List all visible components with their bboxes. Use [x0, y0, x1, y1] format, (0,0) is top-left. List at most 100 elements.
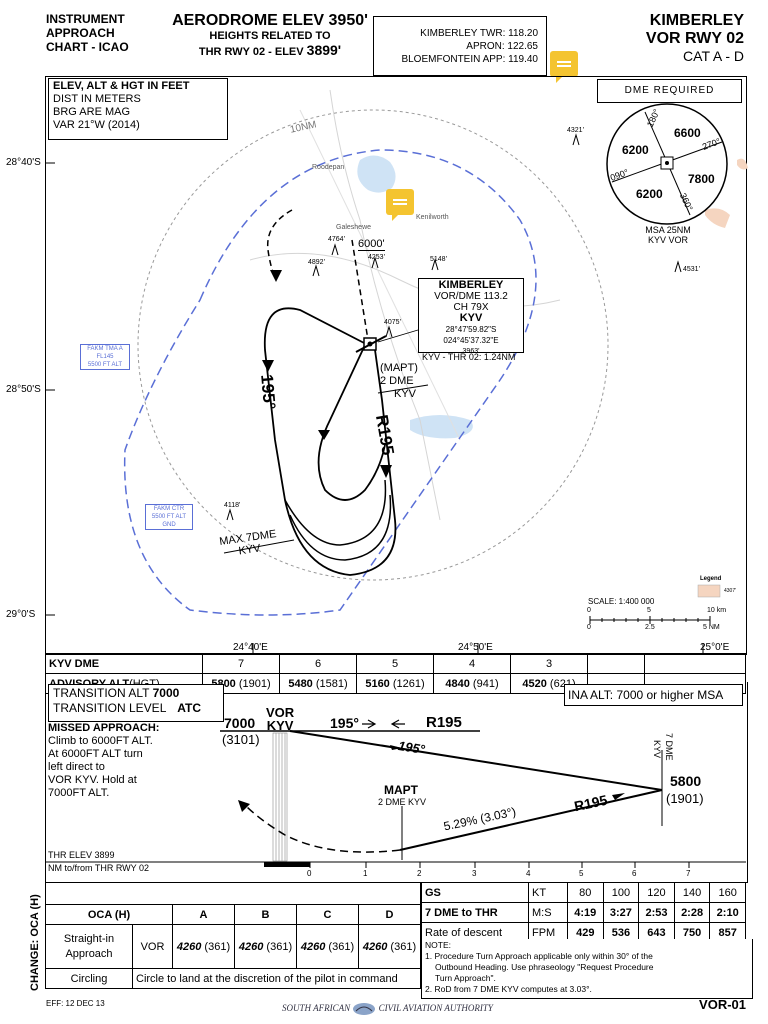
- msa-value-s: 6200: [636, 187, 663, 201]
- notes-line: 2. RoD from 7 DME KYV computes at 3.03°.: [425, 984, 592, 994]
- nm-tick: 7: [686, 869, 691, 878]
- navaid-channel: CH 79X: [453, 302, 489, 313]
- altitude-6000: 6000': [358, 238, 385, 251]
- circling-label: Circling: [45, 968, 133, 989]
- place-name: Roodepan: [312, 164, 345, 171]
- scale-km-5: 5: [647, 607, 651, 614]
- speed-cell: 100: [602, 882, 640, 903]
- comment-icon[interactable]: [386, 189, 414, 221]
- chart-id: VOR-01: [699, 997, 746, 1012]
- chart-type: INSTRUMENT APPROACH CHART - ICAO: [46, 12, 129, 54]
- notes-line: Turn Approach".: [435, 973, 496, 983]
- notes-title: NOTE:: [425, 940, 451, 950]
- nm-tick: 6: [632, 869, 637, 878]
- plan-info-box: ELEV, ALT & HGT IN FEET DIST IN METERS B…: [48, 78, 228, 140]
- navaid-elev: 3963': [462, 348, 480, 355]
- freq-twr: KIMBERLEY TWR: 118.20: [420, 28, 538, 39]
- mapt-sub: 2 DME KYV: [377, 797, 426, 807]
- gs-table: GS KT 80 100 120 140 160 7 DME to THR M:…: [421, 882, 746, 943]
- navaid-ident: KYV: [459, 312, 483, 324]
- trans-level-value: ATC: [177, 701, 202, 715]
- comment-icon[interactable]: [550, 51, 578, 83]
- ctr-line: FAKM CTR: [153, 506, 185, 512]
- ina-alt-box: INA ALT: 7000 or higher MSA: [564, 684, 743, 706]
- tma-line: FL145: [96, 354, 114, 360]
- ctr-line: GND: [162, 522, 176, 528]
- title-block: KIMBERLEY VOR RWY 02 CAT A - D: [646, 12, 744, 64]
- kt-label: KT: [528, 882, 568, 903]
- table-row: GS KT 80 100 120 140 160: [421, 882, 746, 903]
- missed-line: left direct to: [48, 761, 105, 773]
- mapt-note-line: (MAPT): [380, 362, 418, 374]
- msa-caption-line1: MSA 25NM: [645, 225, 691, 235]
- gs-label: GS: [421, 882, 529, 903]
- missed-line: Climb to 6000FT ALT.: [48, 735, 153, 747]
- rod-cell: 536: [602, 922, 640, 943]
- speed-cell: 140: [673, 882, 711, 903]
- scale-nm-25: 2.5: [645, 624, 655, 631]
- chart-type-line: INSTRUMENT: [46, 12, 125, 26]
- rod-label: Rate of descent: [421, 922, 529, 943]
- holding-pattern: [263, 307, 397, 576]
- msa-caption-line2: KYV VOR: [647, 235, 688, 245]
- nm-tick: 0: [307, 869, 312, 878]
- scale-km-0: 0: [587, 607, 591, 614]
- mapt-title: MAPT: [384, 783, 418, 797]
- oca-header: C: [296, 904, 359, 925]
- navaid-box[interactable]: KIMBERLEY VOR/DME 113.2 CH 79X KYV 28°47…: [418, 278, 524, 355]
- vor-kyv-label: VOR KYV: [266, 706, 294, 732]
- missed-title: MISSED APPROACH:: [48, 722, 160, 734]
- missed-line: VOR KYV. Hold at: [48, 774, 137, 786]
- navaid-name: KIMBERLEY: [438, 279, 504, 291]
- nm-tick: 1: [363, 869, 368, 878]
- aerodrome-elev: AERODROME ELEV 3950' HEIGHTS RELATED TO …: [160, 12, 380, 58]
- obstacle-label: 4253': [368, 254, 385, 261]
- dme7-kyv: KYV: [652, 740, 662, 759]
- nm-tick: 2: [417, 869, 422, 878]
- trans-level-label: TRANSITION LEVEL: [53, 701, 166, 715]
- time-cell: 4:19: [567, 902, 604, 923]
- notes-box: NOTE: 1. Procedure Turn Approach applica…: [421, 939, 753, 999]
- trans-alt-label: TRANSITION ALT: [53, 686, 150, 700]
- place-name: Galeshewe: [336, 224, 372, 231]
- aerodrome-elev-label: AERODROME ELEV: [172, 12, 325, 29]
- info-dist: DIST IN METERS: [53, 93, 141, 105]
- oca-cell: 4260 (361): [358, 924, 421, 969]
- table-row: OCA (H) A B C D: [45, 904, 421, 925]
- oca-header: OCA (H): [45, 904, 173, 925]
- obstacle-label: 4764': [328, 236, 345, 243]
- circling-text: Circle to land at the discretion of the …: [132, 968, 421, 989]
- authority-left: SOUTH AFRICAN: [282, 1003, 351, 1014]
- category: CAT A - D: [683, 48, 744, 64]
- lat-label: 29°0'S: [6, 609, 36, 620]
- final-course-north: [351, 239, 369, 341]
- speed-cell: 120: [638, 882, 675, 903]
- scale-nm-0: 0: [587, 624, 591, 631]
- heights-line2: THR RWY 02 - ELEV: [198, 46, 304, 58]
- ctr-line: 5500 FT ALT: [151, 514, 187, 520]
- missed-approach: MISSED APPROACH: Climb to 6000FT ALT. At…: [48, 722, 159, 800]
- kyv-thr-distance: KYV - THR 02: 1.24NM: [422, 352, 516, 362]
- obstacle-label: 4118': [224, 502, 241, 509]
- speed-cell: 80: [567, 882, 604, 903]
- nm-tick: 5: [579, 869, 584, 878]
- lon-label: 24°40'E: [233, 642, 268, 653]
- lat-label: 28°50'S: [6, 384, 41, 395]
- frequency-box: KIMBERLEY TWR: 118.20 APRON: 122.65 BLOE…: [373, 16, 547, 76]
- lat-label: 28°40'S: [6, 157, 41, 168]
- legend-label: Legend: [700, 576, 722, 582]
- msa-value-n: 6600: [674, 126, 701, 140]
- alt-5800: 5800: [670, 773, 702, 789]
- notes-line: 1. Procedure Turn Approach applicable on…: [425, 951, 653, 961]
- transition-box: TRANSITION ALT 7000 TRANSITION LEVEL ATC: [48, 684, 224, 722]
- msa-value-e: 7800: [688, 172, 715, 186]
- outbound-195: 195°: [330, 715, 359, 731]
- tma-box: FAKM TMA A FL145 5500 FT ALT: [80, 344, 130, 370]
- oca-cell: 4260 (361): [172, 924, 235, 969]
- authority: SOUTH AFRICAN CIVIL AVIATION AUTHORITY: [282, 1002, 493, 1016]
- airport-name: KIMBERLEY: [649, 12, 744, 29]
- alt-7000: 7000: [224, 715, 256, 731]
